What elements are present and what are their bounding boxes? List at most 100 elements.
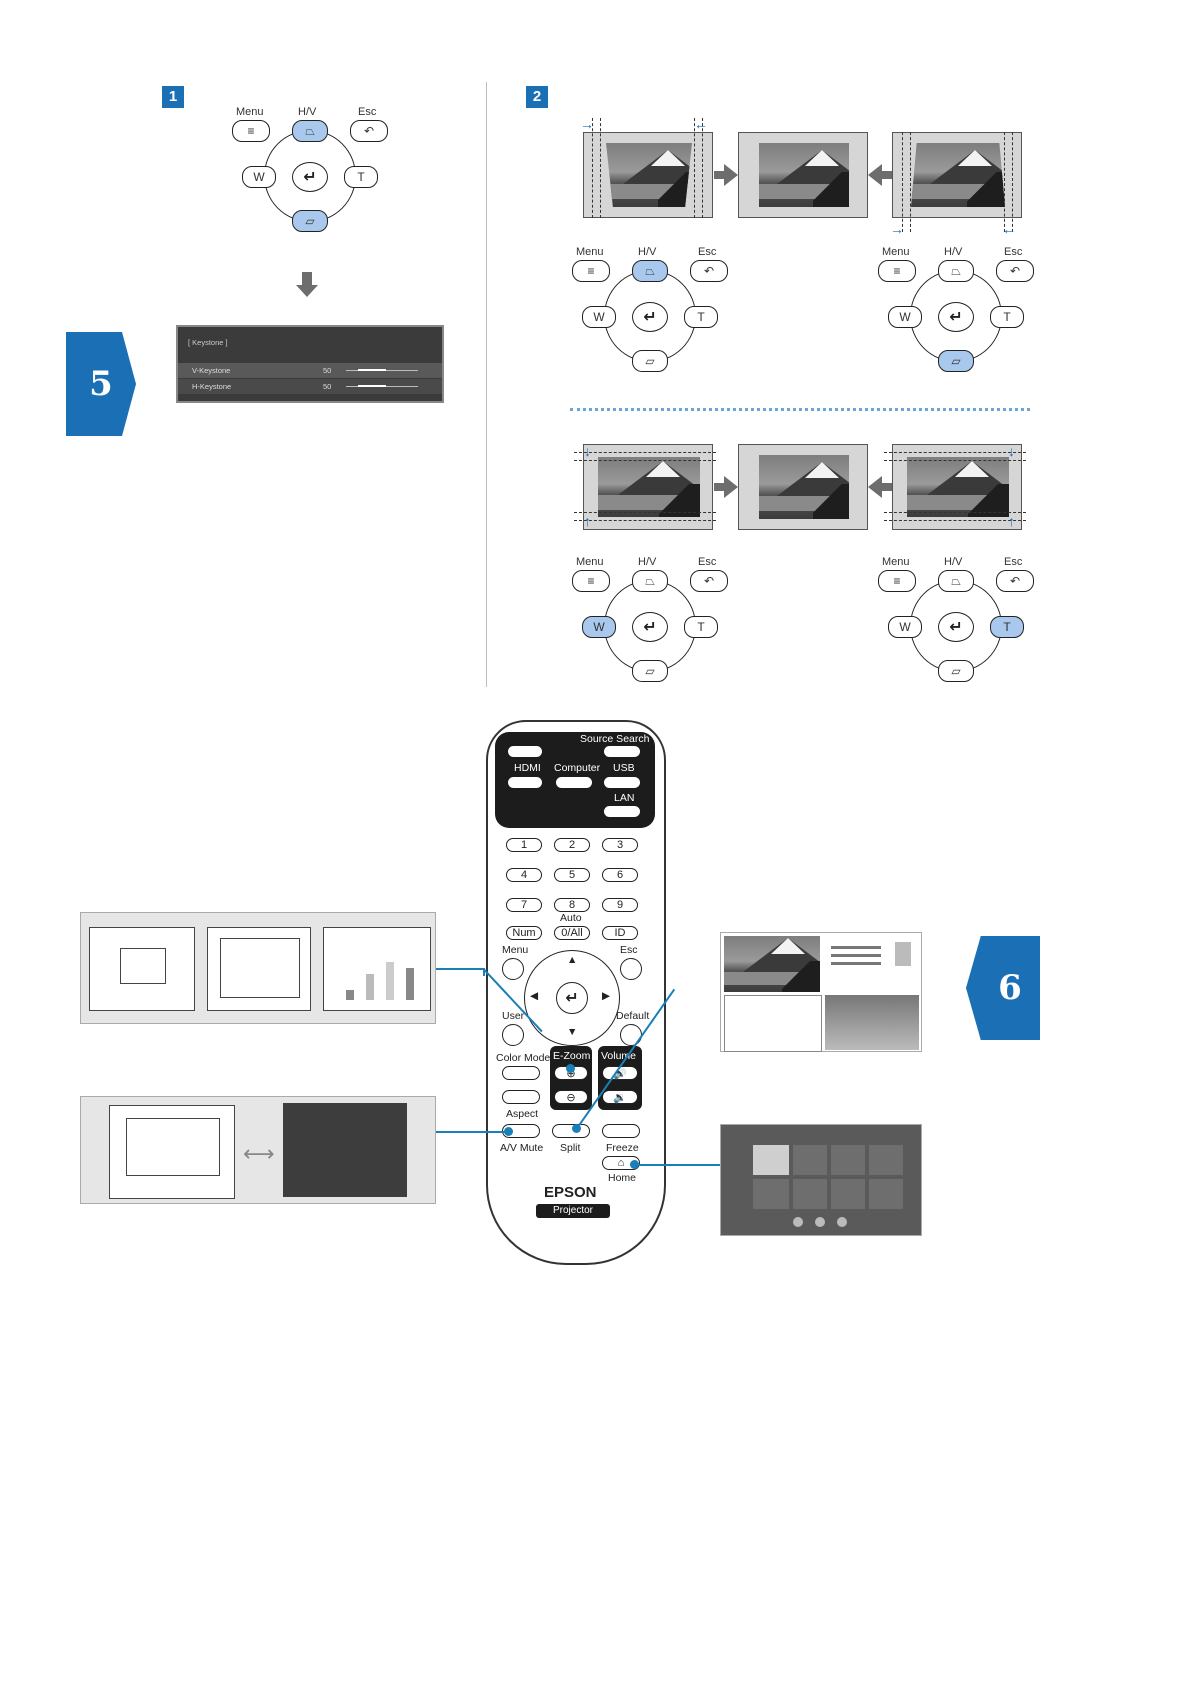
hv-up-button[interactable]: ⏢ — [938, 260, 974, 282]
av-mute-label: A/V Mute — [500, 1142, 544, 1154]
left-arrow-icon — [868, 476, 882, 498]
menu-button[interactable]: ≡ — [878, 570, 916, 592]
menu-label: Menu — [882, 246, 910, 258]
split-button[interactable] — [552, 1124, 590, 1138]
esc-label: Esc — [358, 106, 377, 118]
t-button[interactable]: T — [990, 306, 1024, 328]
guide-line — [574, 452, 716, 453]
split-callout — [720, 932, 922, 1052]
num-8-button[interactable]: 8 — [554, 898, 590, 912]
num-9-button[interactable]: 9 — [602, 898, 638, 912]
hv-label: H/V — [298, 106, 317, 118]
image-before-left — [583, 132, 713, 218]
default-button[interactable] — [620, 1024, 642, 1046]
esc-label: Esc — [1004, 556, 1023, 568]
down-arrow-icon[interactable]: ▼ — [567, 1026, 578, 1038]
t-button[interactable]: T — [344, 166, 378, 188]
num-6-button[interactable]: 6 — [602, 868, 638, 882]
t-button[interactable]: T — [990, 616, 1024, 638]
num-3-button[interactable]: 3 — [602, 838, 638, 852]
h-keystone-value: 50 — [323, 382, 332, 391]
t-button[interactable]: T — [684, 616, 718, 638]
num-1-button[interactable]: 1 — [506, 838, 542, 852]
inward-arrow-icon: → — [890, 221, 904, 237]
step-1-marker: 1 — [162, 86, 184, 108]
hv-down-button[interactable]: ⏥ — [292, 210, 328, 232]
remote-esc-button[interactable] — [620, 958, 642, 980]
user-button[interactable] — [502, 1024, 524, 1046]
w-button[interactable]: W — [582, 306, 616, 328]
hv-up-button[interactable]: ⏢ — [292, 120, 328, 142]
hv-down-button[interactable]: ⏥ — [632, 660, 668, 682]
right-arrow-icon[interactable]: ▶ — [602, 990, 611, 1002]
esc-button[interactable]: ↶ — [350, 120, 388, 142]
zero-all-button[interactable]: 0/All — [554, 926, 590, 940]
dotted-separator — [570, 408, 1030, 411]
menu-button[interactable]: ≡ — [572, 260, 610, 282]
split-label: Split — [560, 1142, 581, 1154]
guide-line — [694, 118, 695, 218]
enter-button[interactable]: ↵ — [938, 612, 974, 642]
esc-button[interactable]: ↶ — [690, 260, 728, 282]
hv-down-button[interactable]: ⏥ — [632, 350, 668, 372]
w-button[interactable]: W — [888, 616, 922, 638]
lan-button[interactable] — [604, 806, 640, 817]
enter-button[interactable]: ↵ — [632, 302, 668, 332]
aspect-button[interactable] — [502, 1090, 540, 1104]
remote-dpad-ring — [524, 950, 620, 1046]
enter-button[interactable]: ↵ — [632, 612, 668, 642]
esc-label: Esc — [620, 944, 638, 956]
t-button[interactable]: T — [684, 306, 718, 328]
num-5-button[interactable]: 5 — [554, 868, 590, 882]
up-arrow-icon[interactable]: ▲ — [567, 954, 578, 966]
left-arrow-icon — [868, 164, 882, 186]
volume-down-button[interactable]: 🔉 — [602, 1090, 638, 1104]
remote-menu-button[interactable] — [502, 958, 524, 980]
num-button[interactable]: Num — [506, 926, 542, 940]
hv-up-button[interactable]: ⏢ — [632, 260, 668, 282]
usb-button[interactable] — [604, 777, 640, 788]
remote-enter-button[interactable]: ↵ — [556, 982, 588, 1014]
esc-button[interactable]: ↶ — [996, 260, 1034, 282]
hv-up-button[interactable]: ⏢ — [938, 570, 974, 592]
w-button[interactable]: W — [582, 616, 616, 638]
hv-down-button[interactable]: ⏥ — [938, 660, 974, 682]
guide-line — [592, 118, 593, 218]
hv-up-button[interactable]: ⏢ — [632, 570, 668, 592]
color-mode-button[interactable] — [502, 1066, 540, 1080]
menu-button[interactable]: ≡ — [572, 570, 610, 592]
num-2-button[interactable]: 2 — [554, 838, 590, 852]
color-mode-label: Color Mode — [496, 1052, 551, 1064]
id-button[interactable]: ID — [602, 926, 638, 940]
ezoom-minus-button[interactable]: ⊖ — [554, 1090, 588, 1104]
esc-button[interactable]: ↶ — [690, 570, 728, 592]
left-arrow-icon[interactable]: ◀ — [530, 990, 539, 1002]
v-keystone-label: V-Keystone — [192, 366, 231, 375]
menu-button[interactable]: ≡ — [878, 260, 916, 282]
enter-button[interactable]: ↵ — [938, 302, 974, 332]
source-search-button[interactable] — [604, 746, 640, 757]
leader-line — [436, 968, 484, 970]
freeze-button[interactable] — [602, 1124, 640, 1138]
av-mute-callout: ⟷ — [80, 1096, 436, 1204]
home-label: Home — [608, 1172, 637, 1184]
auto-label: Auto — [560, 912, 582, 924]
num-7-button[interactable]: 7 — [506, 898, 542, 912]
power-button[interactable] — [508, 746, 542, 757]
h-keystone-row[interactable]: H-Keystone 50 — [178, 379, 442, 394]
w-button[interactable]: W — [888, 306, 922, 328]
esc-button[interactable]: ↶ — [996, 570, 1034, 592]
w-button[interactable]: W — [242, 166, 276, 188]
user-label: User — [502, 1010, 525, 1022]
enter-button[interactable]: ↵ — [292, 162, 328, 192]
hdmi-button[interactable] — [508, 777, 542, 788]
guide-line — [574, 460, 716, 461]
num-4-button[interactable]: 4 — [506, 868, 542, 882]
down-arrow-small-icon: ↓ — [584, 443, 591, 459]
v-keystone-row[interactable]: V-Keystone 50 — [178, 363, 442, 378]
keystone-menu: [ Keystone ] V-Keystone 50 H-Keystone 50 — [176, 325, 444, 403]
image-before-top — [583, 444, 713, 530]
menu-button[interactable]: ≡ — [232, 120, 270, 142]
hv-down-button[interactable]: ⏥ — [938, 350, 974, 372]
computer-button[interactable] — [556, 777, 592, 788]
